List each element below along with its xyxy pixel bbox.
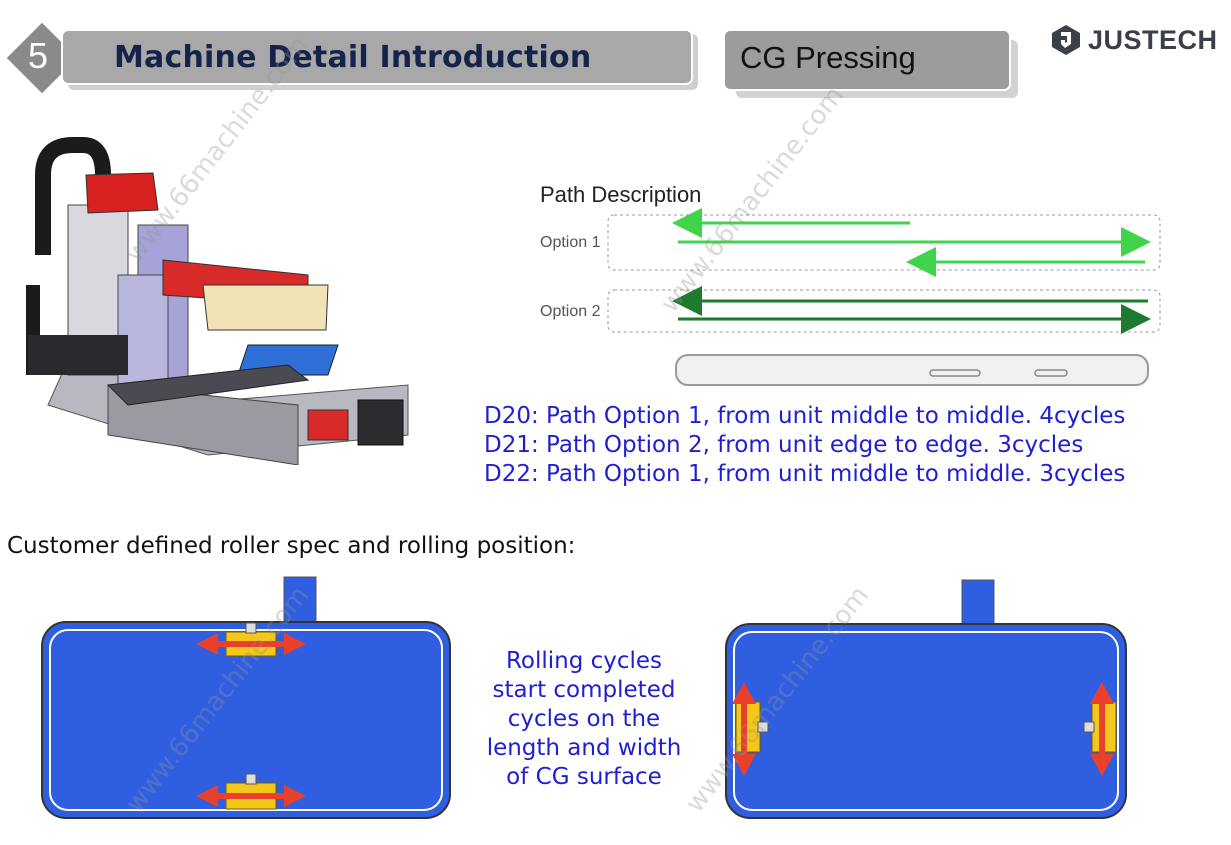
path-description-title: Path Description — [540, 182, 702, 207]
customer-defined-text: Customer defined roller spec and rolling… — [7, 533, 576, 559]
rolling-line-2: start completed — [492, 677, 676, 703]
rolling-line-5: of CG surface — [506, 764, 662, 790]
machine-illustration — [26, 137, 409, 465]
option2-box — [607, 289, 1161, 333]
roller-diagram-left — [41, 576, 451, 819]
option1-label: Option 1 — [540, 234, 601, 251]
subtitle-bar-bg — [723, 29, 1018, 98]
path-option-descriptions: D20: Path Option 1, from unit middle to … — [484, 402, 1125, 489]
rolling-line-1: Rolling cycles — [505, 648, 663, 674]
brand-logo-icon — [1052, 25, 1080, 55]
section-number: 5 — [28, 35, 49, 76]
option1-box — [607, 214, 1161, 271]
desc-d22: D22: Path Option 1, from unit middle to … — [484, 461, 1126, 487]
rolling-cycles-text: Rolling cycles start completed cycles on… — [468, 647, 700, 792]
rolling-line-3: cycles on the — [507, 706, 661, 732]
path-diagram — [607, 208, 1161, 386]
rolling-line-4: length and width — [486, 735, 682, 761]
option2-label: Option 2 — [540, 303, 601, 320]
roller-diagram-right — [725, 579, 1127, 819]
desc-d21: D21: Path Option 2, from unit edge to ed… — [484, 432, 1084, 458]
brand-logo: JUSTECH — [1050, 22, 1218, 58]
device-profile — [675, 354, 1149, 386]
page-subtitle: CG Pressing — [740, 40, 916, 75]
desc-d20: D20: Path Option 1, from unit middle to … — [484, 403, 1126, 429]
title-bar-bg — [61, 29, 698, 90]
page-title: Machine Detail Introduction — [114, 40, 592, 75]
brand-name: JUSTECH — [1088, 24, 1218, 55]
